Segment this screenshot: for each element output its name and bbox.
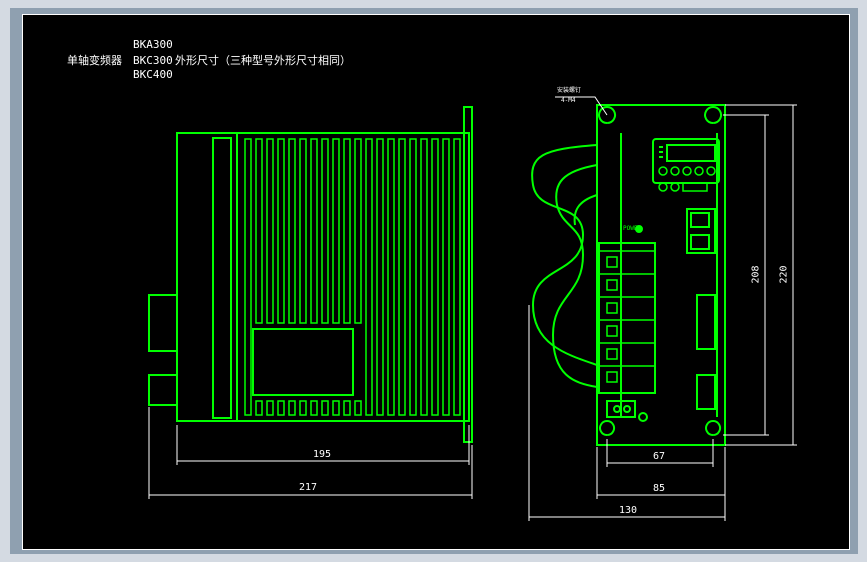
model-bkc300: BKC300 (133, 54, 173, 67)
dimension-lines (148, 96, 797, 521)
heatsink-fin-lower (343, 400, 351, 416)
heatsink-fin-lower (310, 400, 318, 416)
heatsink-fin-lower (277, 400, 285, 416)
dim-value-67: 67 (653, 451, 666, 462)
mount-hole-top-left (598, 106, 616, 124)
cable-bundle-mid (555, 164, 598, 256)
heatsink-fin (442, 138, 450, 416)
ground-terminal (606, 400, 636, 418)
heatsink-fin (299, 138, 307, 324)
side-connector-bottom (148, 374, 178, 406)
heatsink-fin-lower (354, 400, 362, 416)
ethernet-port-1 (690, 212, 710, 228)
heatsink-fin-lower (255, 400, 263, 416)
side-body-outline (176, 132, 470, 422)
io-connector-top (696, 294, 716, 350)
dim-value-208: 208 (750, 265, 762, 284)
ethernet-port-2 (690, 234, 710, 250)
io-connector-bottom (696, 374, 716, 410)
heatsink-fin (365, 138, 373, 416)
heatsink-fin (354, 138, 362, 324)
heatsink-fin (387, 138, 395, 416)
heatsink-fin (288, 138, 296, 324)
side-connector-top (148, 294, 178, 352)
terminal-screw (606, 371, 618, 383)
heatsink-fin-lower (332, 400, 340, 416)
model-bka300: BKA300 (133, 38, 173, 51)
keypad-buttons (658, 166, 716, 192)
mount-hole-label: 安装螺钉 (557, 87, 582, 94)
terminal-screw (606, 325, 618, 337)
cable-bundle-inner (573, 194, 598, 226)
keypad-button-4 (694, 166, 704, 176)
dim-value-195: 195 (313, 449, 332, 460)
title-label: 单轴变频器 (67, 54, 122, 67)
heatsink-fin-lower (266, 400, 274, 416)
ground-screw-1 (613, 405, 621, 413)
heatsink-fin (343, 138, 351, 324)
ground-symbol (638, 412, 648, 422)
keypad-button-5 (706, 166, 716, 176)
terminal-screw (606, 348, 618, 360)
mount-hole-bottom-left (599, 420, 616, 436)
keypad-button-6 (658, 182, 668, 192)
heatsink-fin (409, 138, 417, 416)
front-view (531, 104, 726, 446)
heatsink-fin (255, 138, 263, 324)
keypad-button-1 (658, 166, 668, 176)
mount-hole-bottom-right (705, 420, 722, 436)
ethernet-ports (686, 208, 716, 254)
technical-drawing (148, 96, 797, 521)
heatsink-fin-lower (321, 400, 329, 416)
heatsink-fins (244, 138, 461, 416)
display-screen (666, 144, 716, 162)
title-description: 外形尺寸（三种型号外形尺寸相同） (175, 54, 351, 67)
side-front-panel (212, 137, 232, 419)
heatsink-fin (398, 138, 406, 416)
terminal-screw (606, 279, 618, 291)
side-mount-flange (463, 106, 473, 443)
heatsink-fin (431, 138, 439, 416)
brand-logo-box (682, 182, 708, 192)
ground-screw-2 (623, 405, 631, 413)
heatsink-fin (332, 138, 340, 324)
heatsink-fin (244, 138, 252, 416)
heatsink-fin (420, 138, 428, 416)
power-led (635, 225, 643, 233)
dim-value-220: 220 (778, 265, 790, 284)
front-body-outline (596, 104, 726, 446)
terminal-lines (599, 250, 655, 383)
heatsink-fin (321, 138, 329, 324)
heatsink-fin (453, 138, 461, 416)
dim-value-217: 217 (299, 482, 318, 493)
heatsink-fin-lower (299, 400, 307, 416)
cable-bundle-outer (531, 144, 598, 366)
mount-hole-top-right (704, 106, 722, 124)
terminal-block (598, 242, 656, 394)
terminal-screw (606, 256, 618, 268)
dim-value-85: 85 (653, 483, 666, 494)
side-view (148, 106, 473, 443)
model-bkc400: BKC400 (133, 68, 173, 81)
cable-bundle-lower (551, 254, 598, 388)
keypad-button-3 (682, 166, 692, 176)
heatsink-fin (266, 138, 274, 324)
dim-value-130: 130 (619, 505, 638, 516)
mount-hole-spec: 4-M4 (561, 97, 576, 104)
heatsink-fin (277, 138, 285, 324)
heatsink-fin (376, 138, 384, 416)
keypad-button-7 (670, 182, 680, 192)
heatsink-fin-lower (288, 400, 296, 416)
heatsink-fin (310, 138, 318, 324)
keypad-button-2 (670, 166, 680, 176)
cad-canvas: BKA300 单轴变频器 BKC300 外形尺寸（三种型号外形尺寸相同） BKC… (22, 14, 850, 550)
side-label-window (252, 328, 354, 396)
terminal-screw (606, 302, 618, 314)
mount-hole-leader (555, 96, 608, 116)
power-label: POWER (623, 225, 642, 232)
